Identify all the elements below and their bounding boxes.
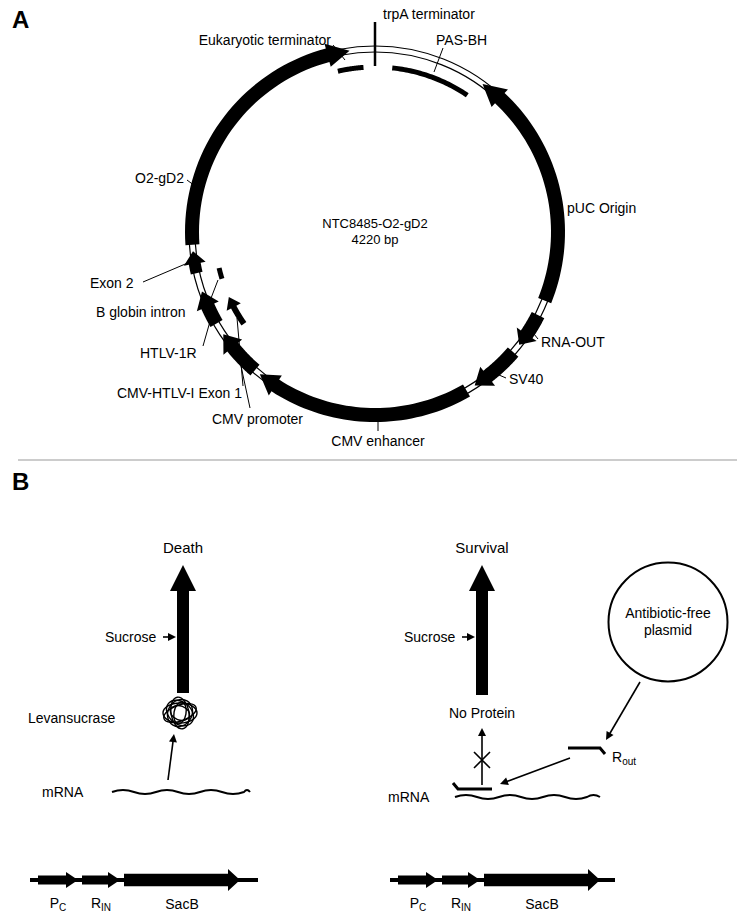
leader-line [499, 375, 506, 378]
feature-label: Eukaryotic terminator [199, 32, 331, 48]
translation-arrow-head [169, 734, 177, 742]
promoter-block [38, 872, 78, 888]
bound-rna-out [453, 783, 492, 789]
leader-line [237, 318, 243, 386]
state-label: No Protein [449, 705, 515, 721]
rbs-block [442, 872, 480, 888]
feature-label: CMV promoter [212, 411, 303, 427]
origin-arrow [483, 84, 565, 303]
node-text: 4220 bp [280, 232, 470, 248]
feature-label: CMV-HTLV-I Exon 1 [117, 385, 242, 401]
feature-label: pUC Origin [567, 200, 636, 216]
leader-line [534, 334, 538, 339]
leader-line [241, 366, 250, 408]
binding-arrow-head [500, 777, 509, 784]
element-label: RIN [91, 895, 111, 912]
polyA-bar [392, 65, 469, 97]
panel-divider [18, 460, 737, 461]
big-arrow [170, 565, 196, 693]
leader-line [333, 45, 345, 60]
feature-label: O2-gD2 [135, 170, 184, 186]
sacB-gene-block [124, 869, 240, 891]
rna-label: mRNA [42, 784, 83, 800]
promoter-block [398, 872, 438, 888]
expression-arrow [609, 682, 640, 734]
feature-label: RNA-OUT [541, 334, 605, 350]
outcome-label: Survival [455, 539, 508, 556]
rbs-block [82, 872, 120, 888]
feature-label: PAS-BH [436, 32, 487, 48]
reagent-label: Sucrose [105, 629, 156, 645]
element-label: RIN [451, 895, 471, 912]
feature-label: B globin intron [96, 304, 186, 320]
plasmid-circle: Antibiotic-free plasmid [607, 561, 729, 683]
node-text: NTC8485-O2-gD2 [280, 216, 470, 232]
terminator-tick [374, 22, 377, 66]
element-label: SacB [525, 896, 558, 912]
protein-label: Levansucrase [28, 710, 115, 726]
feature-label: CMV enhancer [331, 433, 424, 449]
blocked-arrow-head [478, 728, 486, 736]
levansucrase-protein [161, 695, 198, 731]
sucrose-arrow-head [467, 633, 475, 641]
intron-bar [217, 267, 225, 279]
terminator-bar [337, 65, 363, 74]
exon-arrow [227, 297, 247, 325]
expression-arrow-head [606, 731, 613, 740]
reagent-label: Sucrose [404, 629, 455, 645]
element-label: PC [50, 895, 67, 912]
translation-arrow [168, 740, 173, 780]
sacB-gene-block [484, 869, 600, 891]
mrna-strand [455, 795, 600, 799]
binding-arrow [506, 758, 570, 782]
feature-label: Exon 2 [90, 275, 134, 291]
rna-label: mRNA [388, 789, 429, 805]
feature-label: trpA terminator [383, 6, 475, 22]
gene-arrow [517, 312, 545, 345]
leader-line [208, 280, 218, 306]
element-label: PC [410, 895, 427, 912]
feature-label: HTLV-1R [140, 345, 197, 361]
plasmid-map: NTC8485-O2-gD24220 bp [280, 212, 470, 251]
outcome-label: Death [163, 539, 203, 556]
feature-label: SV40 [509, 371, 543, 387]
panel-letter: B [12, 468, 29, 496]
element-label: SacB [165, 896, 198, 912]
mrna-strand [112, 790, 250, 794]
block-mark [474, 752, 490, 768]
rna-out-fragment [568, 748, 605, 754]
sucrose-arrow-head [168, 633, 176, 641]
leader-line [203, 318, 211, 346]
panel-letter: A [12, 6, 29, 34]
leader-line [434, 48, 443, 72]
big-arrow [469, 565, 495, 695]
leader-line [143, 262, 190, 282]
node-text: Antibiotic-free plasmid [621, 605, 715, 639]
leader-line [187, 180, 195, 186]
rna-label: Rout [612, 749, 636, 768]
gene-arrow [185, 44, 350, 246]
leader-line [378, 422, 379, 431]
